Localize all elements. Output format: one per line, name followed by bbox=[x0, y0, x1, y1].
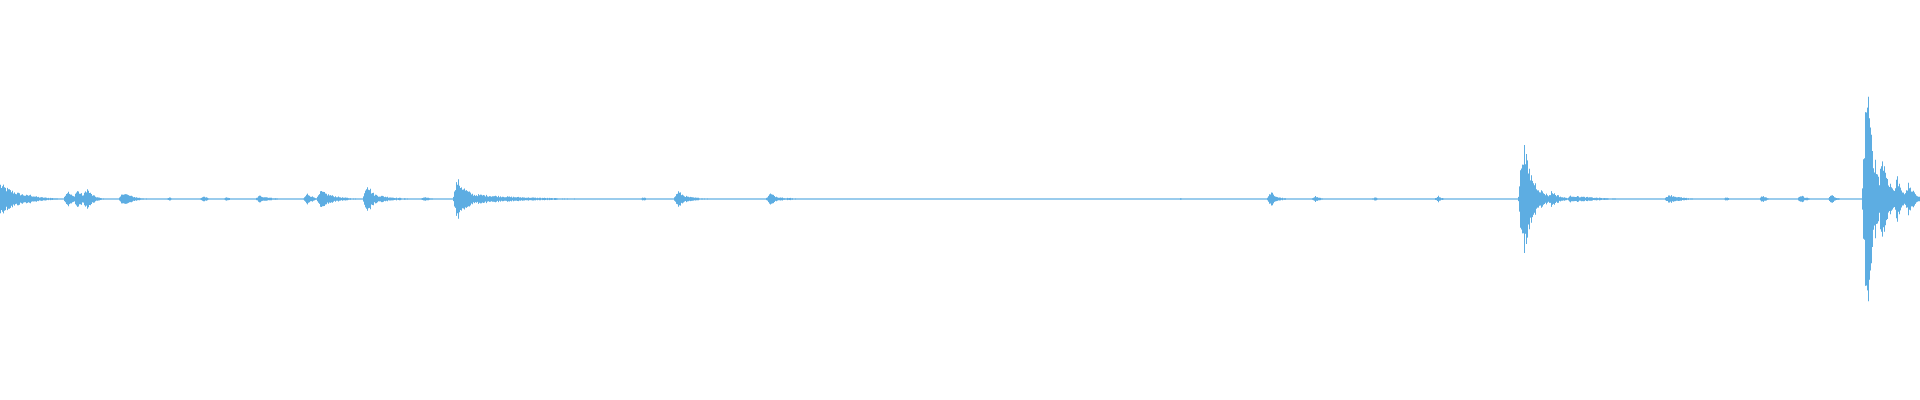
waveform-trace bbox=[0, 96, 1920, 302]
waveform-samples bbox=[0, 96, 1920, 302]
